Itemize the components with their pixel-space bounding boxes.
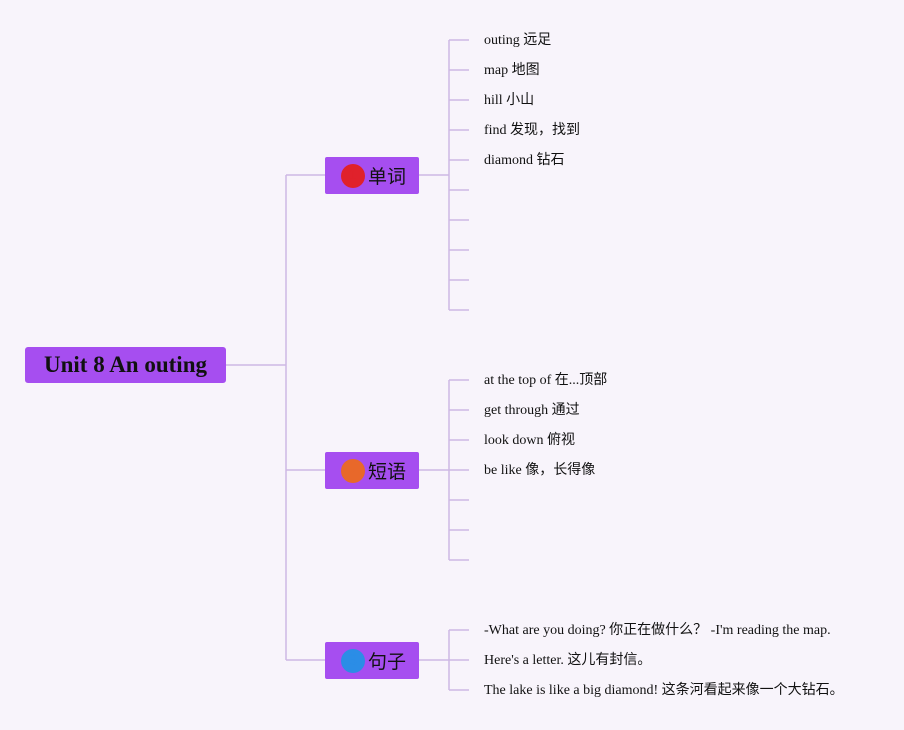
leaf-item[interactable]: at the top of 在...顶部 [484, 373, 608, 388]
leaf-item[interactable]: diamond 钻石 [484, 153, 565, 168]
branch-label: 短语 [368, 461, 407, 483]
branch-node-sentences[interactable]: 3 句子 [325, 642, 419, 679]
leaf-item[interactable]: Here's a letter. 这儿有封信。 [484, 653, 652, 668]
leaf-item[interactable]: outing 远足 [484, 33, 552, 48]
leaf-item[interactable]: hill 小山 [484, 93, 535, 108]
leaf-item[interactable]: find 发现，找到 [484, 123, 581, 138]
branch-label: 句子 [368, 651, 407, 673]
leaf-item[interactable]: map 地图 [484, 63, 540, 78]
number-badge-icon: 3 [341, 648, 365, 673]
branch-label: 单词 [368, 166, 407, 188]
branch-node-phrases[interactable]: 2 短语 [325, 452, 419, 489]
leaf-item[interactable]: get through 通过 [484, 403, 580, 418]
leaf-item[interactable]: -What are you doing? 你正在做什么？ -I'm readin… [484, 623, 831, 638]
leaf-item[interactable]: The lake is like a big diamond! 这条河看起来像一… [484, 683, 844, 698]
root-node[interactable]: Unit 8 An outing [25, 347, 226, 383]
number-badge-icon: 2 [341, 458, 365, 483]
branch-node-vocabulary[interactable]: 1 单词 [325, 157, 419, 194]
leaf-item[interactable]: look down 俯视 [484, 433, 575, 448]
root-title: Unit 8 An outing [44, 352, 207, 377]
leaf-item[interactable]: be like 像，长得像 [484, 463, 596, 478]
number-badge-icon: 1 [341, 163, 365, 188]
